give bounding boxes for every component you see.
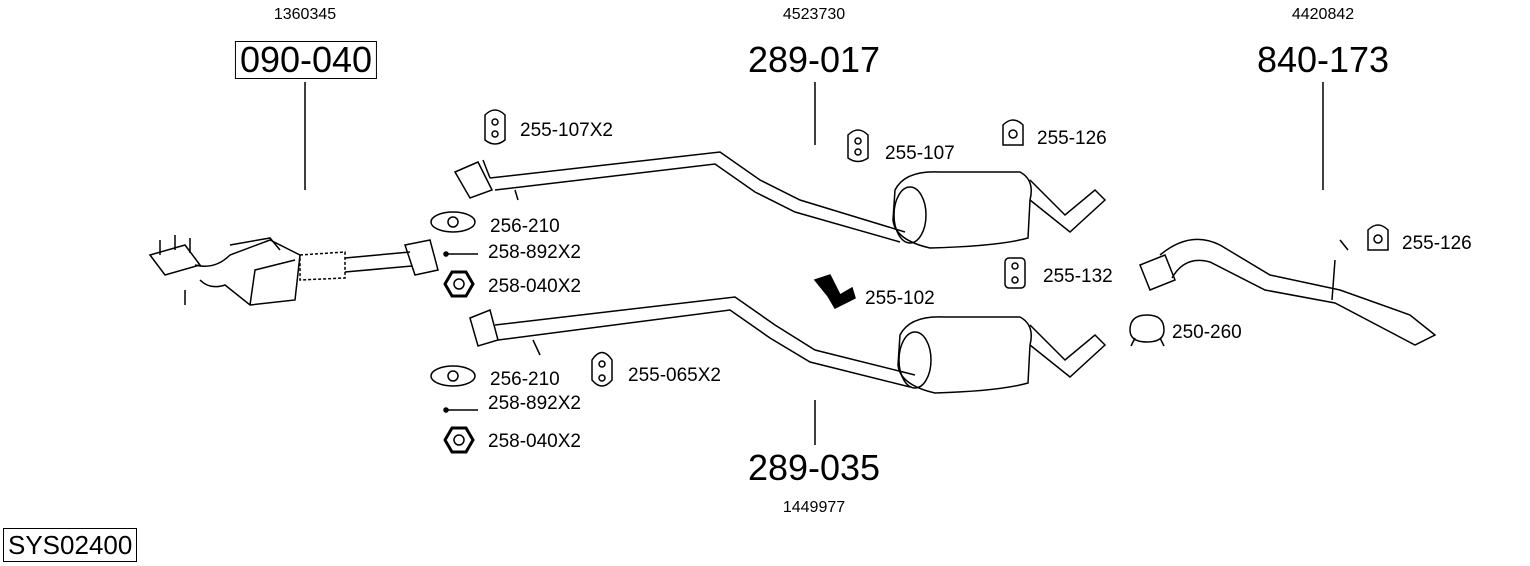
hanger-255-126-rear-icon: [1367, 224, 1389, 251]
part-label[interactable]: 255-107X2: [520, 120, 613, 141]
part-label[interactable]: 258-892X2: [488, 393, 581, 414]
part-label[interactable]: 255-132: [1043, 266, 1113, 287]
oe-number-840-173: 4420842: [1291, 6, 1355, 23]
hanger-255-132-icon: [1004, 257, 1026, 289]
hanger-255-065x2-icon: [591, 351, 613, 387]
oe-number-090-040: 1360345: [273, 6, 337, 23]
bracket-255-102-icon: [813, 274, 856, 309]
part-label[interactable]: 258-892X2: [488, 242, 581, 263]
part-number-090-040[interactable]: 090-040: [234, 41, 378, 79]
nut-258-040x2-bottom-icon: [443, 426, 475, 454]
part-label[interactable]: 250-260: [1172, 322, 1242, 343]
part-label[interactable]: 258-040X2: [488, 276, 581, 297]
part-label[interactable]: 256-210: [490, 369, 560, 390]
rear-pipe-840-173-part: [1139, 238, 1437, 346]
part-label[interactable]: 256-210: [490, 216, 560, 237]
hanger-255-126-icon: [1002, 119, 1024, 146]
part-number-289-035[interactable]: 289-035: [747, 447, 881, 488]
part-label[interactable]: 258-040X2: [488, 431, 581, 452]
hanger-255-107-icon: [847, 129, 869, 163]
clamp-250-260-icon: [1129, 314, 1165, 347]
part-number-289-017[interactable]: 289-017: [747, 39, 881, 80]
oe-number-289-035: 1449977: [782, 499, 846, 516]
diagram-id: SYS02400: [3, 528, 138, 562]
part-number-840-173[interactable]: 840-173: [1256, 39, 1390, 80]
bolt-258-892x2-bottom-icon: [443, 407, 478, 413]
part-label[interactable]: 255-126: [1037, 128, 1107, 149]
hanger-255-107x2-icon: [484, 109, 506, 145]
middle-silencer-289-017-part: [453, 151, 1107, 249]
part-label[interactable]: 255-126: [1402, 233, 1472, 254]
oe-number-289-017: 4523730: [782, 6, 846, 23]
part-label[interactable]: 255-107: [885, 143, 955, 164]
middle-silencer-289-035-part: [469, 296, 1107, 394]
part-label[interactable]: 255-102: [865, 288, 935, 309]
part-label[interactable]: 255-065X2: [628, 365, 721, 386]
nut-258-040x2-top-icon: [443, 270, 475, 298]
gasket-256-210-top-icon: [430, 211, 476, 233]
catalytic-converter-part: [148, 235, 439, 306]
bolt-258-892x2-top-icon: [443, 251, 478, 257]
gasket-256-210-bottom-icon: [430, 365, 476, 387]
